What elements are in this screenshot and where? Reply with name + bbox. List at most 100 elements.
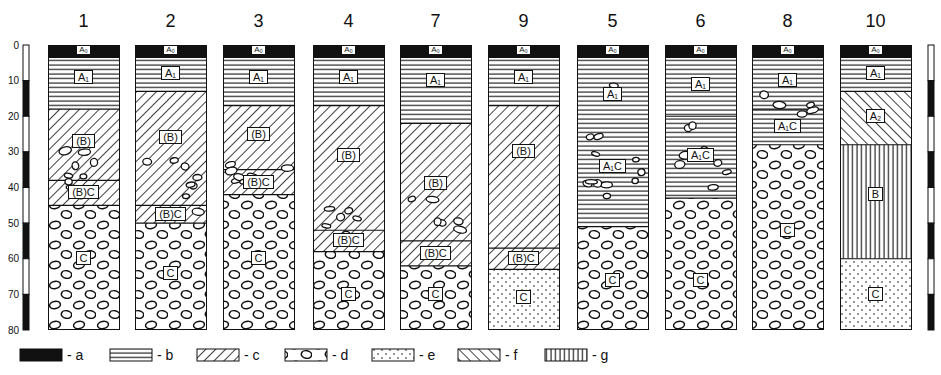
horizon-boundary — [313, 230, 385, 231]
horizon-text: A₁C — [691, 149, 710, 161]
soil-layer — [48, 205, 120, 330]
horizon-label: C — [341, 287, 357, 301]
horizon-text: (B)C — [512, 252, 535, 264]
horizon-boundary — [48, 109, 120, 110]
soil-column: 3A₀A₁(B)(B)CC — [223, 45, 295, 330]
horizon-label: A₁ — [866, 66, 885, 80]
soil-layer — [48, 57, 120, 109]
horizon-label: A₀ — [605, 45, 620, 55]
soil-layer — [840, 259, 912, 330]
horizon-label: A₀ — [428, 45, 443, 55]
horizon-text: A₂ — [870, 110, 882, 122]
soil-layer — [488, 106, 560, 249]
horizon-text: (B) — [428, 177, 443, 189]
horizon-label: A₁C — [774, 119, 801, 133]
scale-bar — [928, 45, 934, 81]
stone — [708, 184, 719, 191]
soil-column: 7A₀A₁(B)(B)CC — [400, 45, 472, 330]
horizon-text: A₀ — [519, 45, 528, 54]
horizon-text: (B) — [341, 149, 356, 161]
horizon-text: (B) — [163, 131, 178, 143]
stone — [773, 101, 786, 109]
horizon-label: C — [428, 287, 444, 301]
soil-layer — [223, 106, 295, 170]
legend-text: - c — [244, 347, 260, 363]
legend-text: - b — [157, 347, 173, 363]
horizon-boundary — [665, 198, 737, 199]
stone — [170, 157, 179, 164]
scale-bar — [23, 81, 29, 117]
soil-column: 6A₀A₁A₁CC — [665, 45, 737, 330]
horizon-text: A₀ — [254, 45, 263, 54]
horizon-boundary — [840, 57, 912, 58]
horizon-label: A₁ — [249, 70, 268, 84]
soil-column: 10A₀A₁A₂BC — [840, 45, 912, 330]
horizon-label: A₀ — [76, 45, 91, 55]
horizon-label: A₁ — [74, 70, 93, 84]
horizon-label: A₁ — [778, 73, 797, 87]
stone — [193, 174, 202, 180]
soil-column: 1A₀A₁(B)(B)CC — [48, 45, 120, 330]
soil-layer — [223, 195, 295, 330]
stone — [192, 208, 205, 216]
horizon-text: C — [432, 288, 440, 300]
soil-layer — [665, 116, 737, 198]
horizon-label: (B)C — [508, 251, 539, 265]
stone — [182, 194, 189, 199]
stone — [225, 166, 238, 176]
stone — [637, 168, 645, 176]
scale-bar — [23, 223, 29, 259]
soil-layer — [665, 57, 737, 116]
stone — [281, 165, 293, 172]
scale-bar — [928, 294, 934, 330]
column-number: 10 — [865, 11, 885, 31]
horizon-text: (B)C — [424, 247, 447, 259]
soil-layer — [840, 145, 912, 259]
soil-layer — [665, 45, 737, 57]
legend-swatch — [458, 349, 500, 361]
soil-layer — [400, 241, 472, 266]
horizon-label: C — [516, 290, 532, 304]
horizon-text: B — [872, 188, 879, 200]
horizon-boundary — [752, 57, 824, 58]
horizon-boundary — [48, 205, 120, 206]
legend-text: - g — [592, 347, 608, 363]
horizon-text: A₀ — [608, 45, 617, 54]
stone — [344, 207, 353, 215]
soil-layer — [135, 57, 207, 91]
scale-bar — [23, 259, 29, 295]
horizon-text: A₁ — [518, 71, 529, 83]
scale-bar — [23, 45, 29, 81]
horizon-text: A₁ — [782, 74, 793, 86]
stone — [453, 217, 464, 225]
soil-column: 8A₀A₁A₁CC — [752, 45, 824, 330]
stone — [336, 213, 346, 222]
horizon-text: A₁ — [870, 67, 881, 79]
column-number: 1 — [78, 11, 88, 31]
stone — [759, 90, 769, 99]
horizon-boundary — [313, 251, 385, 252]
horizon-label: A₀ — [780, 45, 795, 55]
stone — [71, 161, 79, 170]
soil-layer — [488, 269, 560, 330]
column-number: 7 — [430, 11, 440, 31]
horizon-label: A₁ — [691, 77, 710, 91]
soil-column: 2A₀A₁(B)(B)CC — [135, 45, 207, 330]
horizon-label: A₁ — [339, 70, 358, 84]
horizon-label: C — [76, 251, 92, 265]
horizon-text: A₀ — [79, 45, 88, 54]
horizon-text: C — [167, 267, 175, 279]
horizon-boundary — [135, 91, 207, 92]
stone — [453, 225, 467, 234]
horizon-text: A₀ — [431, 45, 440, 54]
stone — [689, 122, 697, 130]
horizon-text: A₁ — [253, 71, 264, 83]
horizon-label: A₀ — [341, 45, 356, 55]
stone — [80, 174, 87, 179]
soil-layer — [488, 57, 560, 105]
soil-layer — [577, 45, 649, 57]
column-number: 4 — [343, 11, 353, 31]
soil-layer — [400, 45, 472, 57]
horizon-boundary — [135, 205, 207, 206]
